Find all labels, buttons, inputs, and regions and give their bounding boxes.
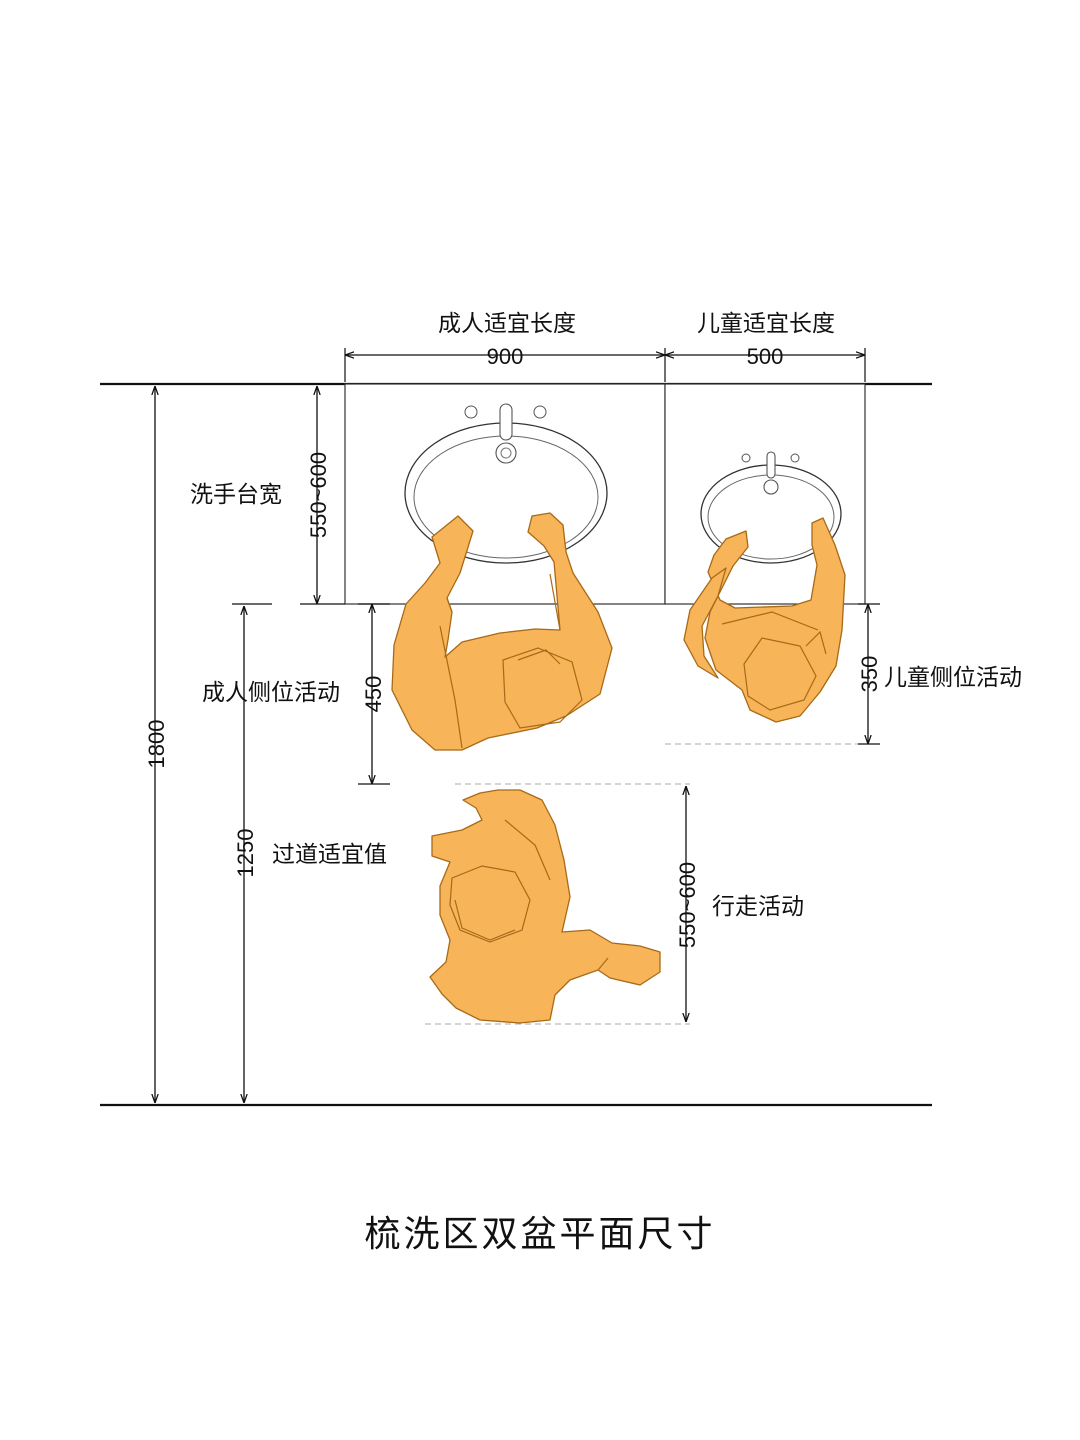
child-side-dimension xyxy=(858,603,880,745)
dim-adult-length: 900 xyxy=(487,344,524,369)
label-child-length: 儿童适宜长度 xyxy=(697,311,835,337)
counter-width-dimension xyxy=(300,386,345,605)
label-child-side: 儿童侧位活动 xyxy=(884,665,1022,691)
aisle-dimension xyxy=(232,603,272,1103)
label-aisle: 过道适宜值 xyxy=(272,842,387,868)
dim-adult-side: 450 xyxy=(361,676,386,713)
label-adult-length: 成人适宜长度 xyxy=(438,311,576,337)
child-figure-at-basin xyxy=(683,517,846,723)
dim-child-side: 350 xyxy=(857,656,882,693)
adult-side-dimension xyxy=(358,603,390,785)
label-adult-side: 成人侧位活动 xyxy=(202,680,340,706)
diagram-title: 梳洗区双盆平面尺寸 xyxy=(364,1214,715,1255)
dim-walking: 550~600 xyxy=(675,862,700,948)
dim-child-length: 500 xyxy=(747,344,784,369)
walking-figure xyxy=(429,789,661,1024)
dim-counter-width: 550~600 xyxy=(306,452,331,538)
label-counter-width: 洗手台宽 xyxy=(190,482,282,508)
label-walking: 行走活动 xyxy=(712,894,804,920)
dim-aisle: 1250 xyxy=(233,829,258,878)
adult-figure-at-basin xyxy=(391,512,613,751)
child-length-dimension xyxy=(665,348,866,382)
dim-total: 1800 xyxy=(144,720,169,769)
